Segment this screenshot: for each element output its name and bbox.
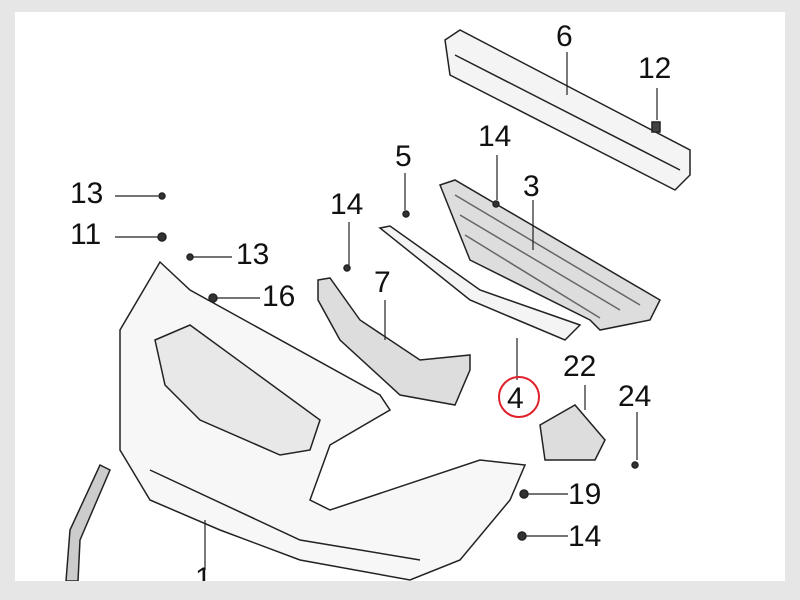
callout-24: 24	[618, 380, 652, 413]
part-22-bracket	[539, 404, 606, 461]
part-16-clip	[208, 293, 218, 303]
part-5-screw	[402, 210, 410, 218]
part-12-clip	[651, 121, 661, 133]
callout-7: 7	[374, 266, 391, 299]
part-14-screw-c	[517, 531, 527, 541]
part-7-lower-grille	[317, 277, 471, 406]
callout-14-left: 14	[330, 188, 364, 221]
part-13-screw-lower	[186, 253, 194, 261]
callout-1: 1	[195, 562, 212, 582]
callout-22: 22	[563, 350, 597, 383]
part-13-screw-upper	[158, 192, 166, 200]
part-6-energy-absorber	[444, 29, 691, 191]
part-19-nut	[519, 489, 529, 499]
callout-19: 19	[568, 478, 602, 511]
left-trim-strip	[65, 463, 111, 581]
callout-6: 6	[556, 20, 573, 53]
callout-12: 12	[638, 52, 672, 85]
part-14-screw-a	[343, 264, 351, 272]
part-3-grille	[439, 179, 661, 331]
part-11-nut	[157, 232, 167, 242]
callout-13-upper: 13	[70, 177, 104, 210]
bumper-exploded-view	[65, 29, 691, 581]
part-24-screw	[631, 461, 639, 469]
callout-13-lower: 13	[236, 238, 270, 271]
callout-16: 16	[262, 280, 296, 313]
part-14-screw-b	[492, 200, 500, 208]
part-4-molding-strip	[378, 225, 582, 341]
callout-5: 5	[395, 140, 412, 173]
part-1-bumper-fascia	[119, 260, 527, 581]
callout-14-bottom: 14	[568, 520, 602, 553]
highlight-circle	[498, 376, 540, 418]
callout-3: 3	[523, 170, 540, 203]
parts-diagram: 6 12 14 5 3 13 11 13 14 16 7 4 22 24 19 …	[15, 12, 785, 581]
callout-14-top: 14	[478, 120, 512, 153]
callout-11: 11	[70, 218, 102, 251]
